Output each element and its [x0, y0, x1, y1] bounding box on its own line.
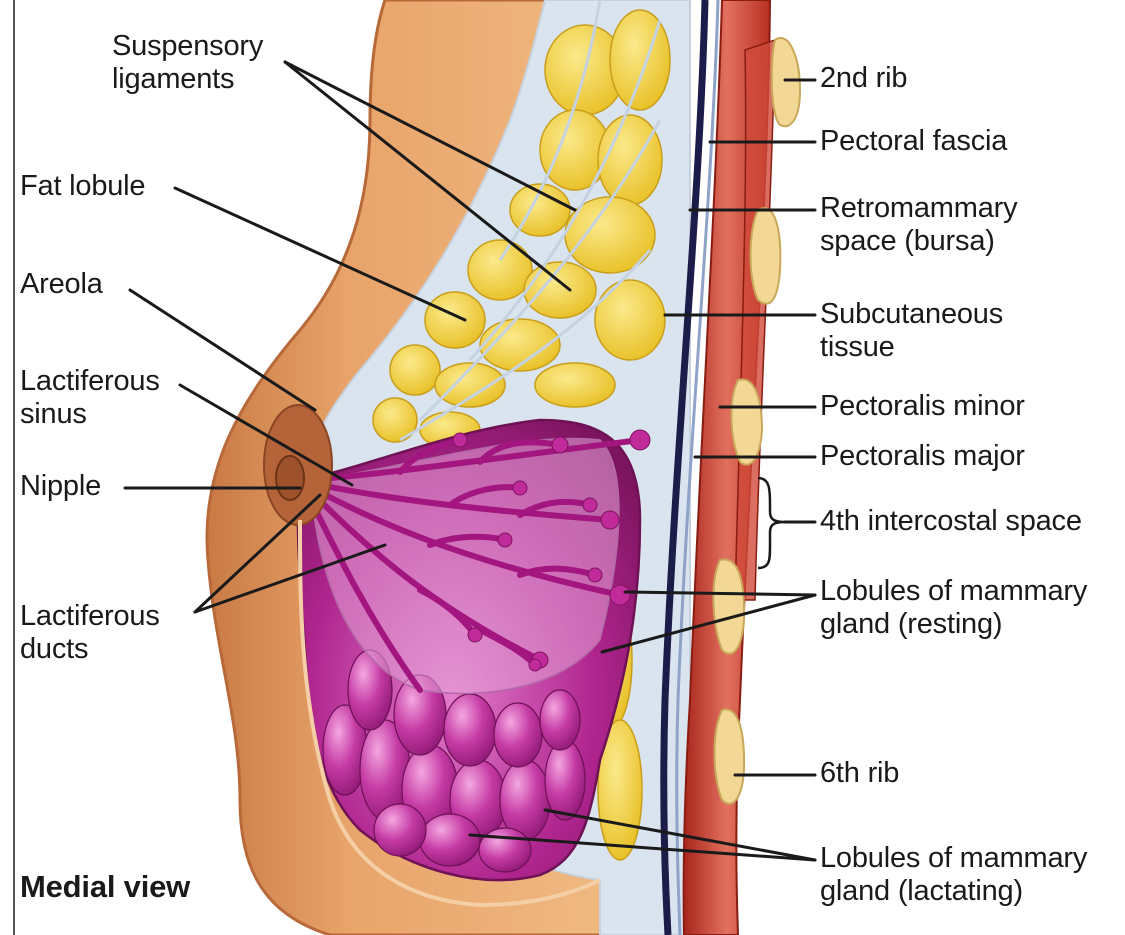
label-2nd-rib: 2nd rib [820, 62, 907, 95]
label-lobules-lactating: Lobules of mammary gland (lactating) [820, 842, 1087, 908]
label-pectoralis-major: Pectoralis major [820, 440, 1025, 473]
label-fat-lobule: Fat lobule [20, 170, 145, 203]
label-lactiferous-ducts: Lactiferous ducts [20, 600, 160, 666]
label-pectoralis-minor: Pectoralis minor [820, 390, 1025, 423]
label-areola: Areola [20, 268, 103, 301]
nipple-shape [276, 456, 304, 500]
label-4th-intercostal-space: 4th intercostal space [820, 505, 1082, 538]
label-subcutaneous-tissue: Subcutaneous tissue [820, 298, 1003, 364]
label-lactiferous-sinus: Lactiferous sinus [20, 365, 160, 431]
intercostal-bracket [758, 478, 785, 568]
label-suspensory-ligaments: Suspensory ligaments [112, 30, 263, 96]
label-retromammary-space: Retromammary space (bursa) [820, 192, 1017, 258]
view-caption: Medial view [20, 870, 190, 903]
label-pectoral-fascia: Pectoral fascia [820, 125, 1007, 158]
label-lobules-resting: Lobules of mammary gland (resting) [820, 575, 1087, 641]
label-nipple: Nipple [20, 470, 101, 503]
label-6th-rib: 6th rib [820, 757, 899, 790]
